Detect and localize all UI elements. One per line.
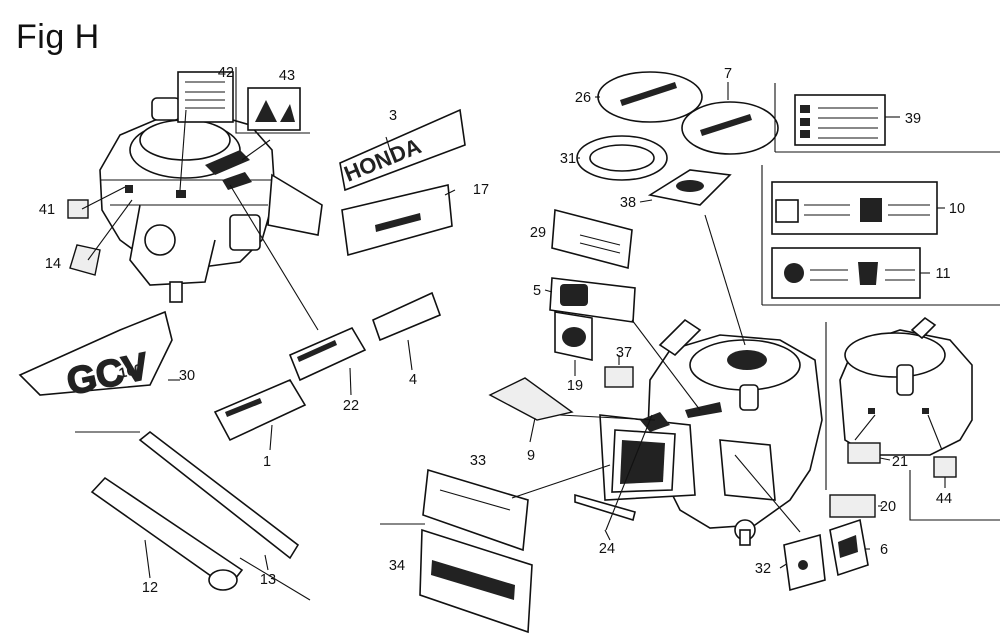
engine-left [99, 97, 323, 303]
tubes-12-13 [75, 430, 311, 601]
callout-39: 39 [905, 111, 921, 127]
callout-9: 9 [527, 448, 535, 464]
decal-21 [847, 442, 881, 464]
callout-21: 21 [892, 454, 908, 470]
decal-29 [551, 208, 633, 270]
callout-5: 5 [533, 283, 541, 299]
decal-41 [67, 199, 89, 219]
callout-7: 7 [724, 66, 732, 82]
callout-19: 19 [567, 378, 583, 394]
callout-32: 32 [755, 561, 771, 577]
callout-3: 3 [389, 108, 397, 124]
decal-37 [604, 366, 634, 388]
callout-41: 41 [39, 202, 55, 218]
engine-inset [825, 316, 1000, 521]
label-6 [829, 518, 869, 577]
label-10-11-box [761, 165, 1000, 306]
decal-group-42-43 [177, 67, 310, 134]
decal-44 [933, 456, 957, 478]
callout-13: 13 [260, 572, 276, 588]
callout-33: 33 [470, 453, 486, 469]
label-39-box [774, 83, 1000, 153]
decal-31 [576, 135, 668, 181]
engine-right [599, 318, 823, 546]
callout-42: 42 [218, 65, 234, 81]
callout-37: 37 [616, 345, 632, 361]
leaders-left [81, 109, 456, 579]
shroud-decal-17 [341, 184, 453, 257]
callout-44: 44 [936, 491, 952, 507]
callout-4: 4 [409, 372, 417, 388]
gcv-decal-22 [288, 326, 367, 382]
callout-10: 10 [949, 201, 965, 217]
decal-38 [647, 169, 732, 206]
label-1 [213, 378, 307, 442]
figure-title: Fig H [16, 18, 100, 56]
label-34 [419, 528, 533, 634]
callout-38: 38 [620, 195, 636, 211]
callout-22: 22 [343, 398, 359, 414]
decal-19 [554, 311, 593, 361]
gcv-decal-30: GCV 160 [18, 310, 173, 405]
callout-6: 6 [880, 542, 888, 558]
decal-5 [549, 277, 636, 323]
callout-31: 31 [560, 151, 576, 167]
honda-decal-text: HONDA [341, 133, 425, 186]
decal-4 [372, 291, 442, 342]
callout-29: 29 [530, 225, 546, 241]
decal-9 [488, 377, 574, 421]
decal-26 [597, 71, 703, 123]
gcv-decal-number: 160 [117, 360, 143, 381]
decal-20 [829, 494, 876, 518]
decal-7 [681, 101, 779, 155]
decal-14 [69, 244, 101, 276]
callout-43: 43 [279, 68, 295, 84]
callout-34: 34 [389, 558, 405, 574]
leader-21 [879, 457, 891, 461]
honda-decal-3: HONDA [339, 108, 466, 192]
label-33 [422, 468, 529, 552]
callout-14: 14 [45, 256, 61, 272]
callout-12: 12 [142, 580, 158, 596]
leaders-right [511, 82, 882, 569]
callout-24: 24 [599, 541, 615, 557]
label-32 [783, 533, 826, 592]
callout-17: 17 [473, 182, 489, 198]
callout-30: 30 [179, 368, 195, 384]
callout-20: 20 [880, 499, 896, 515]
callout-1: 1 [263, 454, 271, 470]
callout-11: 11 [935, 266, 950, 282]
callout-26: 26 [575, 90, 591, 106]
